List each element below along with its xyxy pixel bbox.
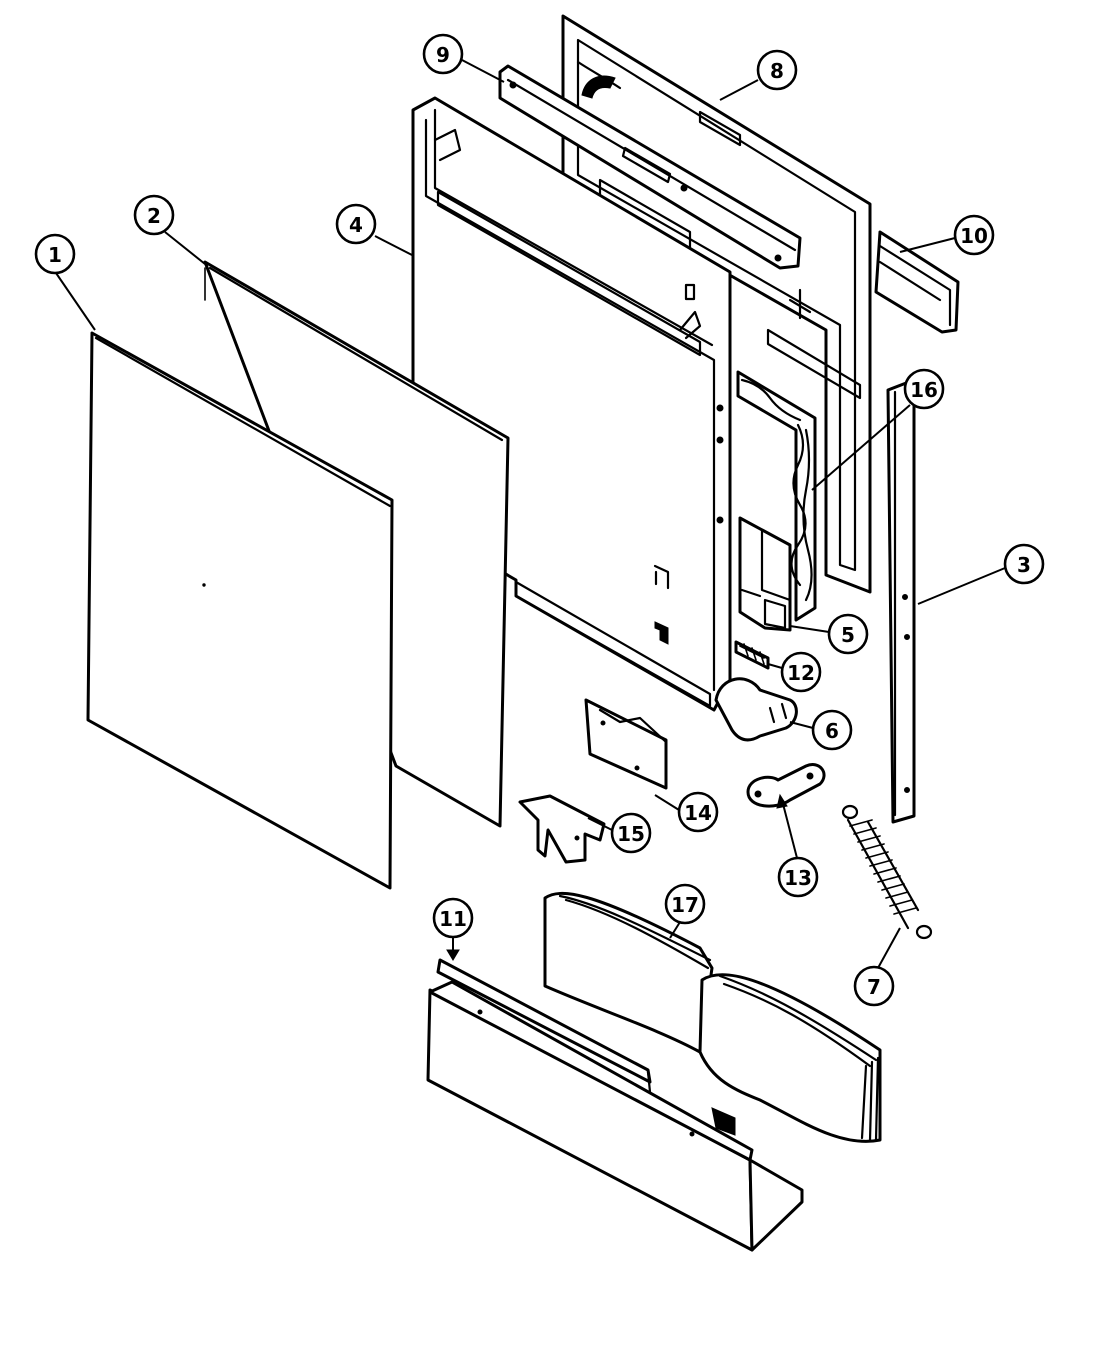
callout-12: 12	[767, 651, 822, 693]
part-9-top-channel	[498, 64, 802, 270]
callout-11-label: 11	[439, 907, 467, 931]
part-6-hinge-arm	[714, 677, 798, 742]
callout-7-label: 7	[867, 975, 881, 999]
callout-9: 9	[422, 33, 505, 83]
callout-5: 5	[789, 613, 869, 655]
callout-15-circle	[610, 812, 652, 854]
callout-11: 11	[432, 897, 474, 961]
callout-16-circle	[903, 368, 945, 410]
callout-5-label: 5	[841, 623, 855, 647]
part-5-hinge-bracket	[738, 516, 792, 632]
callout-14-circle	[677, 791, 719, 833]
callout-17: 17	[664, 883, 706, 939]
part-15-clip	[518, 794, 606, 864]
callout-6-circle	[811, 709, 853, 751]
callout-8-circle	[756, 49, 798, 91]
callout-12-circle	[780, 651, 822, 693]
callout-1-circle	[34, 233, 76, 275]
callout-15: 15	[587, 812, 652, 854]
callout-10-circle	[953, 214, 995, 256]
part-16-gasket	[736, 370, 817, 622]
callout-16-label: 16	[910, 378, 938, 402]
callout-2-circle	[133, 194, 175, 236]
callout-17-circle	[664, 883, 706, 925]
part-11-toe-kick	[426, 958, 804, 1252]
callout-2-label: 2	[147, 204, 161, 228]
callout-7: 7	[853, 927, 901, 1007]
callout-15-label: 15	[617, 822, 645, 846]
callout-4: 4	[335, 203, 413, 256]
callout-14-label: 14	[684, 801, 712, 825]
part-7-spring	[841, 804, 933, 940]
callout-8-label: 8	[770, 59, 784, 83]
callout-5-circle	[827, 613, 869, 655]
callout-4-label: 4	[349, 213, 363, 237]
part-1-front-panel	[86, 331, 394, 890]
callout-13-label: 13	[784, 866, 812, 890]
part-13-link	[746, 763, 826, 808]
callout-3: 3	[917, 543, 1045, 605]
part-3-side-strip	[886, 378, 916, 824]
callout-3-label: 3	[1017, 553, 1031, 577]
callout-17-label: 17	[671, 893, 699, 917]
callout-6: 6	[789, 709, 853, 751]
callout-7-circle	[853, 965, 895, 1007]
callout-2: 2	[133, 194, 206, 265]
callout-3-circle	[1003, 543, 1045, 585]
callout-9-label: 9	[436, 43, 450, 67]
callout-14: 14	[654, 791, 719, 833]
callout-10: 10	[899, 214, 995, 256]
callout-4-circle	[335, 203, 377, 245]
callout-12-label: 12	[787, 661, 815, 685]
callout-1-label: 1	[48, 243, 62, 267]
callout-9-circle	[422, 33, 464, 75]
callout-13-circle	[777, 856, 819, 898]
callout-11-circle	[432, 897, 474, 939]
part-12-strip	[734, 640, 770, 670]
callout-6-label: 6	[825, 719, 839, 743]
callout-13: 13	[776, 793, 819, 898]
part-14-bracket-plate	[584, 698, 668, 790]
part-17-insulation-blanket	[543, 891, 882, 1143]
part-10-bracket	[874, 230, 960, 334]
callout-8: 8	[719, 49, 798, 101]
callout-16: 16	[811, 368, 945, 491]
callout-10-label: 10	[960, 224, 988, 248]
callout-1: 1	[34, 233, 96, 331]
